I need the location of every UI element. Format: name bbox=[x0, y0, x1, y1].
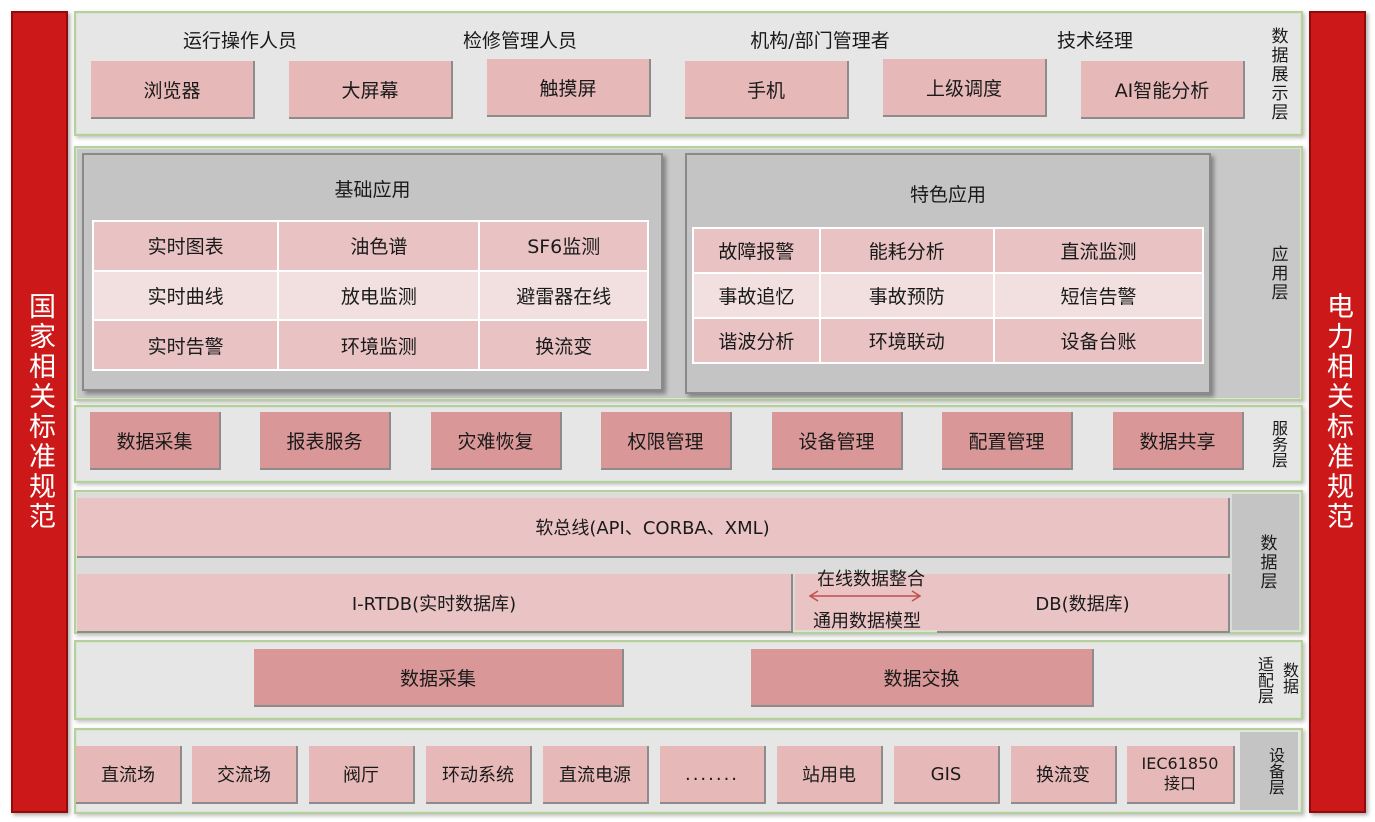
software-bus: 软总线(API、CORBA、XML) bbox=[77, 498, 1230, 558]
data-layer-label-column bbox=[1232, 494, 1299, 630]
device-iec61850-label: IEC61850 接口 bbox=[1141, 754, 1219, 793]
device-station-power: 站用电 bbox=[777, 746, 883, 804]
service-config: 配置管理 bbox=[942, 412, 1073, 470]
application-layer-label: 应用层 bbox=[1267, 244, 1288, 302]
device-gis: GIS bbox=[894, 746, 1000, 804]
service-disaster-recovery: 灾难恢复 bbox=[431, 412, 562, 470]
adapter-data-exchange: 数据交换 bbox=[751, 649, 1094, 707]
basic-app-cell: SF6监测 bbox=[478, 220, 649, 272]
basic-app-cell: 放电监测 bbox=[277, 269, 481, 322]
basic-app-cell: 实时图表 bbox=[91, 220, 280, 272]
special-app-cell: 环境联动 bbox=[818, 317, 995, 364]
display-box-mobile: 手机 bbox=[685, 61, 849, 119]
role-department-manager: 机构/部门管理者 bbox=[750, 30, 890, 52]
role-maintenance: 检修管理人员 bbox=[462, 30, 577, 52]
data-layer-label: 数据层 bbox=[1256, 533, 1277, 591]
basic-app-cell: 油色谱 bbox=[277, 220, 481, 272]
basic-app-cell: 换流变 bbox=[478, 319, 649, 371]
device-ac-field: 交流场 bbox=[192, 746, 298, 804]
special-app-cell: 事故追忆 bbox=[692, 272, 821, 319]
right-standards-bar: 电力相关标准规范 bbox=[1309, 11, 1366, 813]
left-standards-label: 国家相关标准规范 bbox=[24, 292, 55, 532]
special-apps-title: 特色应用 bbox=[909, 184, 986, 206]
special-app-cell: 能耗分析 bbox=[818, 227, 995, 274]
display-box-touch-screen: 触摸屏 bbox=[487, 59, 651, 117]
special-app-cell: 设备台账 bbox=[992, 317, 1205, 364]
device-layer-label-column bbox=[1240, 732, 1298, 810]
special-app-cell: 谐波分析 bbox=[692, 317, 821, 364]
basic-app-cell: 环境监测 bbox=[277, 319, 481, 371]
display-box-ai-analysis: AI智能分析 bbox=[1081, 61, 1245, 119]
role-operator: 运行操作人员 bbox=[182, 30, 297, 52]
special-app-cell: 短信告警 bbox=[992, 272, 1205, 319]
basic-app-cell: 避雷器在线 bbox=[478, 269, 649, 322]
special-app-cell: 故障报警 bbox=[692, 227, 821, 274]
service-data-collection: 数据采集 bbox=[90, 412, 221, 470]
service-report: 报表服务 bbox=[260, 412, 391, 470]
data-integration-zone bbox=[795, 574, 937, 630]
right-standards-label: 电力相关标准规范 bbox=[1322, 292, 1353, 532]
database: DB(数据库) bbox=[937, 574, 1230, 633]
special-app-cell: 直流监测 bbox=[992, 227, 1205, 274]
device-valve-hall: 阀厅 bbox=[309, 746, 415, 804]
basic-apps-title: 基础应用 bbox=[334, 179, 411, 201]
special-app-cell: 事故预防 bbox=[818, 272, 995, 319]
service-layer-label: 服务层 bbox=[1269, 420, 1288, 468]
adapter-data-collection: 数据采集 bbox=[254, 649, 624, 707]
device-ellipsis: ....... bbox=[660, 746, 766, 804]
device-environment-system: 环动系统 bbox=[426, 746, 532, 804]
device-dc-field: 直流场 bbox=[76, 746, 182, 804]
service-permission: 权限管理 bbox=[601, 412, 732, 470]
common-data-model: 通用数据模型 bbox=[813, 611, 921, 632]
service-data-sharing: 数据共享 bbox=[1113, 412, 1244, 470]
display-box-superior-dispatch: 上级调度 bbox=[883, 59, 1047, 117]
device-layer-label: 设备层 bbox=[1266, 747, 1285, 795]
basic-app-cell: 实时曲线 bbox=[91, 269, 280, 322]
device-converter-transformer: 换流变 bbox=[1011, 746, 1117, 804]
bidirectional-arrow-icon bbox=[808, 590, 922, 602]
basic-app-cell: 实时告警 bbox=[91, 319, 280, 371]
role-tech-manager: 技术经理 bbox=[1056, 30, 1133, 52]
display-box-browser: 浏览器 bbox=[91, 61, 255, 119]
online-data-integration: 在线数据整合 bbox=[817, 569, 925, 590]
special-apps-grid: 故障报警能耗分析直流监测 事故追忆事故预防短信告警 谐波分析环境联动设备台账 bbox=[692, 227, 1205, 364]
service-device-management: 设备管理 bbox=[772, 412, 903, 470]
adapter-layer-label: 适配层 bbox=[1255, 656, 1274, 704]
display-box-big-screen: 大屏幕 bbox=[289, 61, 453, 119]
left-standards-bar: 国家相关标准规范 bbox=[11, 11, 68, 813]
display-layer-label: 数据展示层 bbox=[1267, 26, 1288, 122]
realtime-database: I-RTDB(实时数据库) bbox=[77, 574, 793, 633]
device-iec61850-interface: IEC61850 接口 bbox=[1127, 746, 1235, 804]
device-dc-power: 直流电源 bbox=[543, 746, 649, 804]
adapter-layer-label-data: 数据 bbox=[1280, 662, 1299, 694]
